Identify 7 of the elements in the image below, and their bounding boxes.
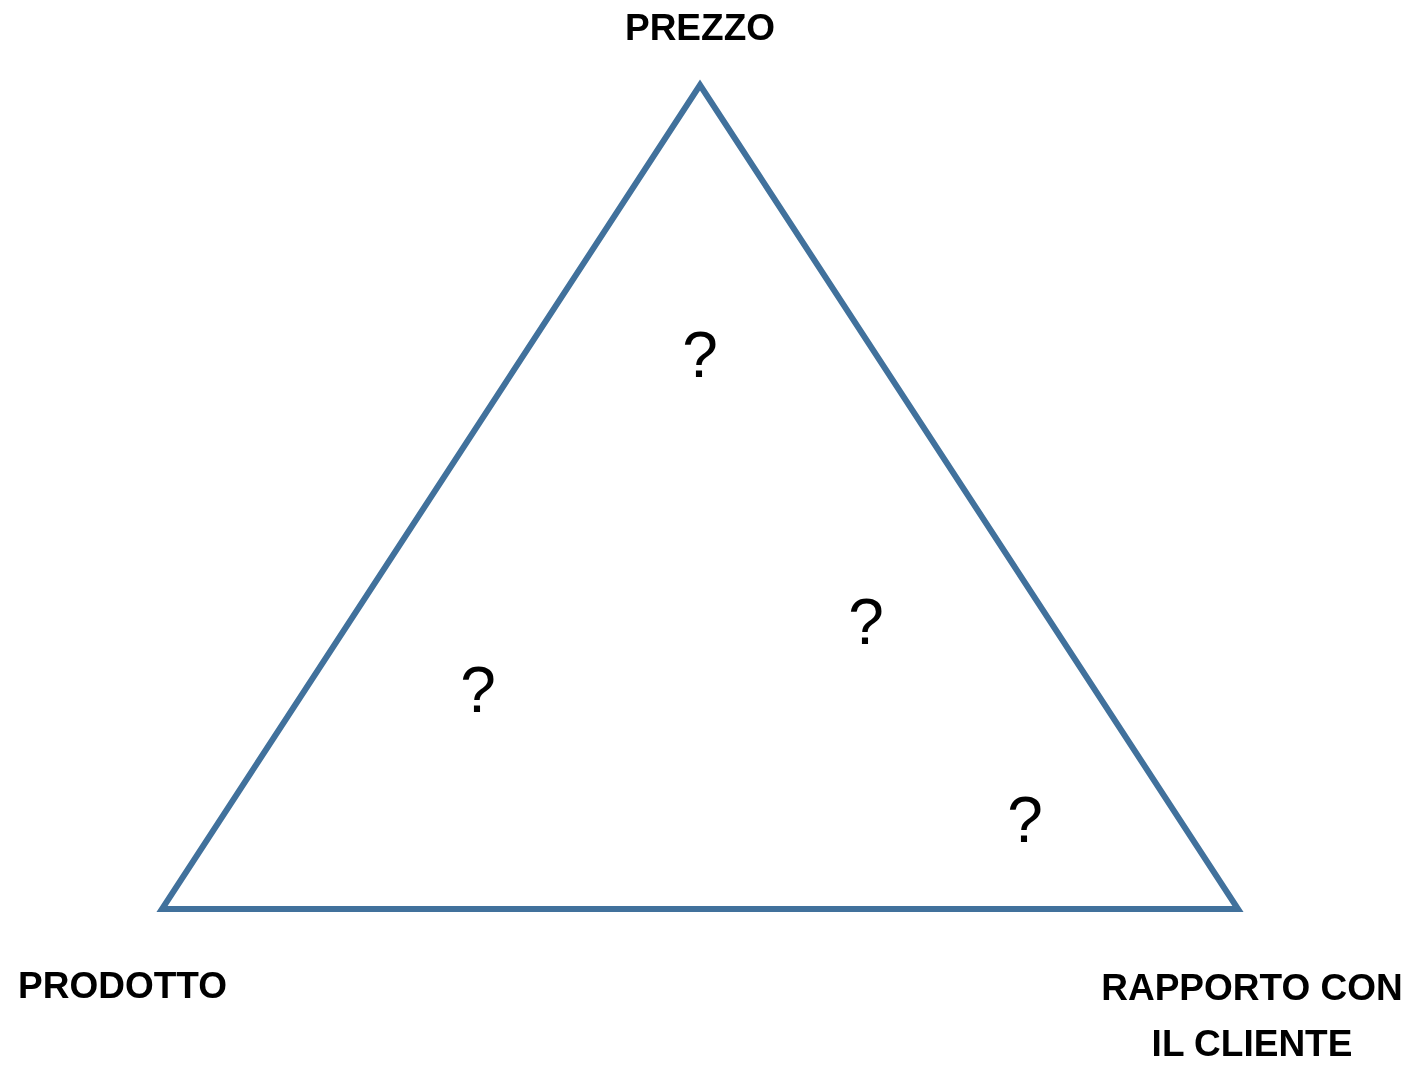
question-mark: ?	[1007, 785, 1043, 855]
question-mark: ?	[682, 320, 718, 390]
vertex-label: RAPPORTO CON IL CLIENTE	[1100, 966, 1404, 1066]
vertex-label: PREZZO	[623, 6, 777, 50]
vertex-label: PRODOTTO	[18, 964, 228, 1008]
question-mark: ?	[460, 655, 496, 725]
question-mark: ?	[848, 587, 884, 657]
